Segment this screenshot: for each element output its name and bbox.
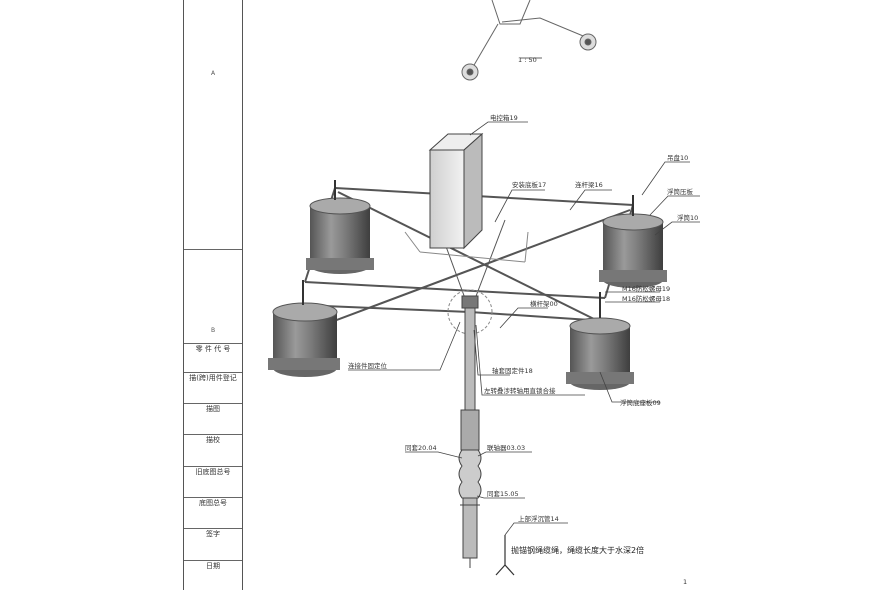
label-bolt-1: M16防松螺母19 [622,285,671,293]
label-main-beam: 横杆架00 [530,300,558,308]
label-float-base: 浮筒底座板09 [620,399,661,407]
top-view-scale: 1 : 50 [518,56,537,64]
zone-marker-b: B [210,327,216,334]
float-rear-right [599,195,667,288]
page-mark: 1 [683,578,688,586]
tb-row-drawing-no: 底图总号 [184,497,242,516]
label-coupling: 联轴器03.03 [487,444,526,452]
label-seal-ring: 同套20.04 [405,444,437,452]
zone-marker-a: A [210,70,216,77]
center-shaft-assembly [447,289,493,568]
label-shaft-fix: 轴套固定件18 [492,367,533,375]
main-beam-right [469,311,591,321]
cross-beam-b [309,209,631,331]
label-anchor: 上部浮沉管14 [518,515,559,523]
label-float-cover: 浮筒压板 [667,188,693,196]
zone-divider [184,249,242,250]
label-float: 浮筒10 [677,214,699,222]
tb-row-old-drawing-no: 旧底图总号 [184,466,242,485]
label-tray: 吊盘10 [667,154,689,162]
tb-row-signature: 签字 [184,528,242,547]
label-fixed-plate: 安装底板17 [512,181,547,189]
label-electric-box: 电控箱19 [490,114,518,122]
beam-rear [334,187,634,206]
title-block-sidebar: A B 零 件 代 号 描(跨)用件登记 描图 描校 旧底图总号 底图总号 签字… [183,0,243,590]
electric-control-box [428,132,484,250]
tb-row-register: 描(跨)用件登记 [184,372,242,391]
label-bolt-2: M16防松螺母18 [622,295,671,303]
label-arm-beam: 连杆梁16 [575,181,603,189]
anchor-note: 抛锚钢绳缆绳，绳缆长度大于水深2倍 [511,546,645,555]
label-sleeve: 同套15.05 [487,490,519,498]
beam-front [304,281,606,299]
label-drive-link: 左转叠涉转轴用直锁合接 [484,387,556,395]
float-rear-left [306,180,374,274]
anchor-icon [495,535,515,576]
float-front-left [268,280,340,377]
float-front-right [566,292,634,390]
label-hinge: 连接件固定位 [348,362,387,370]
leader-lines [348,121,700,536]
top-plan-view [461,0,597,81]
tb-row-part-code: 零 件 代 号 [184,343,242,358]
tb-row-date: 日期 [184,560,242,579]
tb-row-check: 描校 [184,434,242,453]
tb-row-drawing: 描图 [184,403,242,422]
